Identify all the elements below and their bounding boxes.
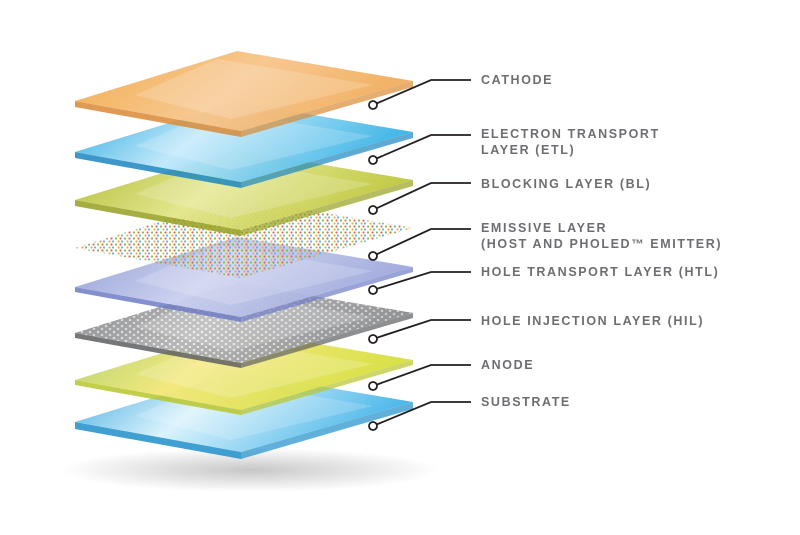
layer-substrate-edge-left <box>75 422 241 459</box>
layer-etl-edge-left <box>75 152 241 188</box>
leader-cathode <box>368 79 471 110</box>
layer-eml <box>75 198 413 278</box>
layer-bl-edge-left <box>75 200 241 236</box>
leader-anode <box>368 364 471 391</box>
leader-substrate-line <box>372 401 471 427</box>
label-substrate: SUBSTRATE <box>481 394 571 410</box>
label-hil: HOLE INJECTION LAYER (HIL) <box>481 313 704 329</box>
layer-cathode-edge-left <box>75 101 241 137</box>
leader-eml <box>368 228 471 261</box>
leader-substrate <box>368 401 471 431</box>
layer-anode-edge-left <box>75 380 241 415</box>
label-eml: EMISSIVE LAYER (HOST AND PHOLED™ EMITTER… <box>481 220 722 252</box>
label-htl-line-1: HOLE TRANSPORT LAYER (HTL) <box>481 265 720 279</box>
layer-cathode-surface <box>75 51 413 131</box>
label-cathode-line-1: CATHODE <box>481 73 554 87</box>
leader-cathode-dot <box>368 100 378 110</box>
leader-htl <box>368 271 471 295</box>
layer-hil <box>75 283 413 368</box>
label-anode: ANODE <box>481 357 534 373</box>
leader-eml-dot <box>368 251 378 261</box>
leader-etl <box>368 134 471 165</box>
leader-etl-line <box>372 134 471 161</box>
label-substrate-line-1: SUBSTRATE <box>481 395 571 409</box>
label-bl-line-1: BLOCKING LAYER (BL) <box>481 177 652 191</box>
leader-hil <box>368 319 471 344</box>
leader-substrate-dot <box>368 421 378 431</box>
leader-eml-line <box>372 228 471 257</box>
label-bl: BLOCKING LAYER (BL) <box>481 176 651 192</box>
layer-cathode <box>75 51 413 137</box>
layer-anode-surface <box>75 330 413 410</box>
leader-hil-line <box>372 319 471 340</box>
label-etl: ELECTRON TRANSPORT LAYER (ETL) <box>481 126 660 158</box>
layer-cathode-edge-right <box>241 81 413 137</box>
leader-htl-line <box>372 271 471 291</box>
label-etl-line-2: LAYER (ETL) <box>481 143 576 157</box>
stack-shadow <box>60 448 440 492</box>
leader-hil-dot <box>368 334 378 344</box>
layer-bl-edge-right <box>241 180 413 236</box>
leader-cathode-line <box>372 79 471 106</box>
label-eml-line-1: EMISSIVE LAYER <box>481 221 608 235</box>
leader-anode-line <box>372 364 471 387</box>
layer-etl-surface <box>75 102 413 182</box>
leader-bl <box>368 182 471 215</box>
label-cathode: CATHODE <box>481 72 553 88</box>
label-eml-line-2: (HOST AND PHOLED™ EMITTER) <box>481 237 723 251</box>
leader-bl-dot <box>368 205 378 215</box>
layer-htl-edge-left <box>75 287 241 322</box>
label-htl: HOLE TRANSPORT LAYER (HTL) <box>481 264 719 280</box>
layer-hil-edge-right <box>241 313 413 368</box>
layer-hil-edge-left <box>75 333 241 368</box>
leader-htl-dot <box>368 285 378 295</box>
label-hil-line-1: HOLE INJECTION LAYER (HIL) <box>481 314 705 328</box>
layer-anode-edge-right <box>241 360 413 415</box>
layer-eml-surface <box>75 198 413 278</box>
layer-cathode-highlight <box>135 59 373 119</box>
layer-bl-surface <box>75 150 413 230</box>
leader-bl-line <box>372 182 471 211</box>
leader-etl-dot <box>368 155 378 165</box>
layer-etl-edge-right <box>241 132 413 188</box>
layer-substrate-edge-right <box>241 402 413 459</box>
leader-anode-dot <box>368 381 378 391</box>
label-anode-line-1: ANODE <box>481 358 535 372</box>
layer-htl-edge-right <box>241 267 413 322</box>
label-etl-line-1: ELECTRON TRANSPORT <box>481 127 660 141</box>
layer-hil-dot-texture <box>75 283 413 363</box>
